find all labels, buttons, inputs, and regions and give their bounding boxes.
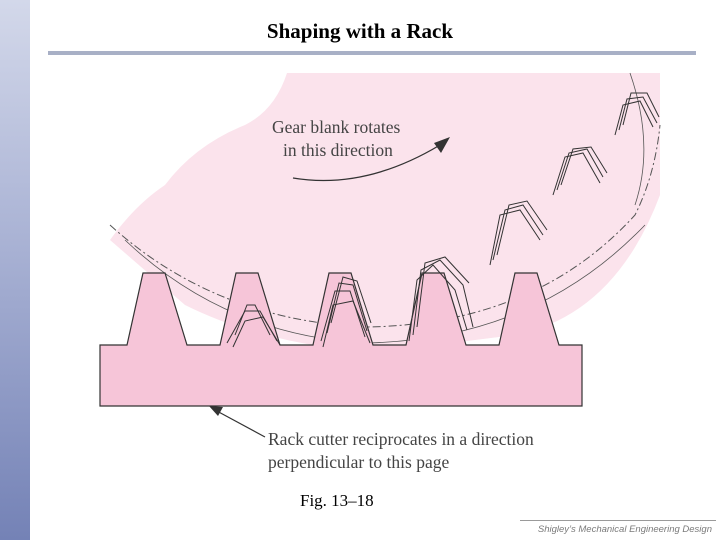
gear-label-line1: Gear blank rotates (272, 117, 400, 137)
rack-leader-line (214, 409, 266, 438)
pitch-circle (109, 124, 661, 328)
outer-circle (629, 72, 645, 206)
footer-rule (520, 520, 716, 521)
rack-label-line2: perpendicular to this page (268, 452, 449, 472)
title-underline (48, 51, 696, 55)
slide-title: Shaping with a Rack (266, 19, 454, 43)
slide-sidebar-accent (0, 0, 30, 540)
rack-leader-arrowhead (209, 406, 223, 416)
gear-label-line2: in this direction (283, 140, 393, 160)
rack-label-line1: Rack cutter reciprocates in a direction (268, 429, 534, 449)
footer-credit: Shigley’s Mechanical Engineering Design (537, 524, 712, 535)
rotation-direction-arrow (292, 144, 441, 182)
rotation-arrowhead (434, 137, 450, 153)
gear-tooth-profiles (226, 92, 660, 348)
rack-label-line2-container: perpendicular to this page (268, 452, 449, 472)
rack-cutter (99, 272, 583, 407)
gear-shaping-figure: Gear blank rotates in this direction Rac… (99, 72, 661, 449)
gear-blank (110, 73, 660, 350)
figure-caption: Fig. 13–18 (300, 491, 374, 510)
